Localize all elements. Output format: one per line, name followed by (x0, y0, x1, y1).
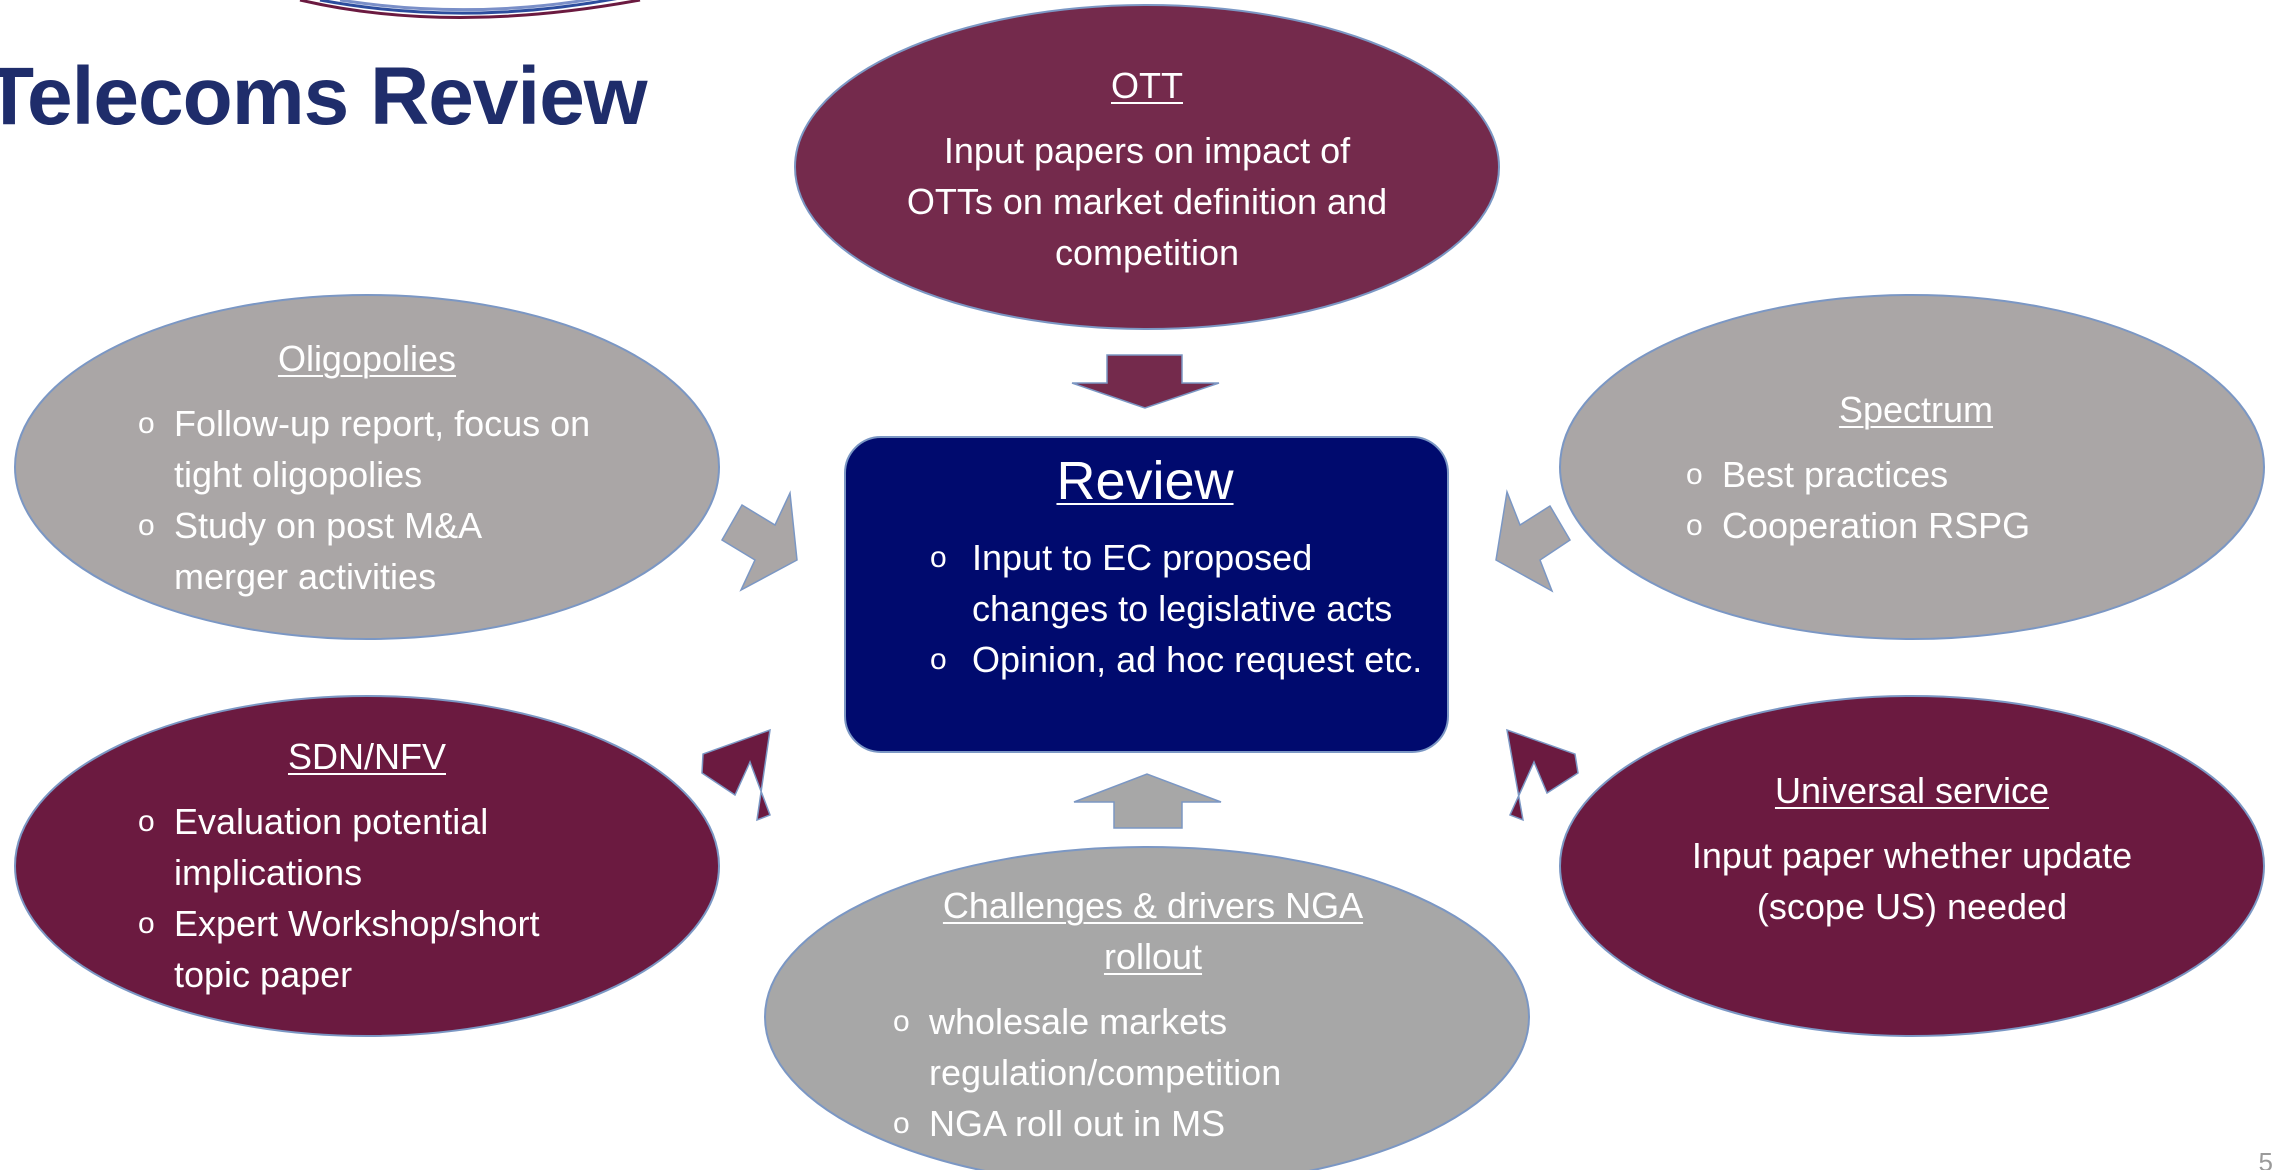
spectrum-arrow (1495, 489, 1572, 593)
nga-ellipse (764, 846, 1530, 1170)
bullet-icon: o (138, 805, 155, 838)
list-item: o Follow-up report, focus on tight oligop… (138, 398, 596, 500)
list-item: o NGA roll out in MS (893, 1098, 1413, 1149)
page-number: 5 (2258, 1147, 2273, 1170)
sdn-nfv-arrow (701, 728, 771, 822)
list-item: o Opinion, ad hoc request etc. (930, 634, 1430, 685)
sdn-nfv-heading: SDN/NFV (287, 736, 446, 777)
list-item: o Evaluation potential implications (138, 796, 608, 898)
oligopolies-item-0: Follow-up report, focus on tight oligopo… (174, 403, 591, 495)
nga-list: o wholesale markets regulation/competitio… (893, 996, 1413, 1149)
universal-service-ellipse (1559, 695, 2265, 1037)
list-item: o Study on post M&A merger activities (138, 500, 596, 602)
bullet-icon: o (138, 907, 155, 940)
ott-ellipse (794, 4, 1500, 330)
oligopolies-arrow (720, 490, 798, 592)
review-item-0: Input to EC proposed changes to legislat… (972, 537, 1393, 629)
list-item: o Expert Workshop/short topic paper (138, 898, 608, 1000)
nga-item-0: wholesale markets regulation/competition (929, 1001, 1282, 1093)
nga-heading: Challenges & drivers NGA rollout (942, 885, 1364, 977)
oligopolies-node: Oligopolies o Follow-up report, focus on … (138, 333, 596, 602)
review-box (844, 436, 1449, 753)
review-item-1: Opinion, ad hoc request etc. (972, 639, 1423, 680)
ott-node: OTT Input papers on impact of OTTs on ma… (897, 60, 1397, 278)
review-node: Review o Input to EC proposed changes to … (930, 448, 1430, 685)
bullet-icon: o (893, 1005, 910, 1038)
list-item: o Input to EC proposed changes to legisla… (930, 532, 1430, 634)
sdn-nfv-ellipse (14, 695, 720, 1037)
universal-service-heading: Universal service (1774, 770, 2050, 811)
spectrum-heading: Spectrum (1838, 389, 1994, 430)
universal-service-body: Input paper whether update (scope US) ne… (1691, 835, 2133, 927)
ott-arrow (1071, 354, 1220, 409)
nga-arrow (1073, 773, 1222, 829)
spectrum-ellipse (1559, 294, 2265, 640)
universal-service-arrow (1506, 728, 1579, 822)
universal-service-node: Universal service Input paper whether up… (1662, 765, 2162, 932)
bullet-icon: o (930, 541, 947, 574)
bullet-icon: o (930, 643, 947, 676)
spectrum-item-1: Cooperation RSPG (1722, 505, 2031, 546)
bullet-icon: o (893, 1107, 910, 1140)
list-item: o Cooperation RSPG (1686, 500, 2146, 551)
oligopolies-heading: Oligopolies (277, 338, 457, 379)
slide-title: Telecoms Review (0, 51, 648, 142)
spectrum-item-0: Best practices (1722, 454, 1949, 495)
sdn-nfv-item-1: Expert Workshop/short topic paper (174, 903, 540, 995)
ott-heading: OTT (1111, 65, 1183, 106)
nga-item-1: NGA roll out in MS (929, 1103, 1226, 1144)
bullet-icon: o (1686, 458, 1703, 491)
bullet-icon: o (1686, 509, 1703, 542)
list-item: o Best practices (1686, 449, 2146, 500)
sdn-nfv-node: SDN/NFV o Evaluation potential implicatio… (138, 731, 608, 1000)
review-list: o Input to EC proposed changes to legisla… (930, 532, 1430, 685)
bullet-icon: o (138, 509, 155, 542)
ott-body: Input papers on impact of OTTs on market… (906, 130, 1388, 273)
bullet-icon: o (138, 407, 155, 440)
oligopolies-ellipse (14, 294, 720, 640)
review-heading: Review (1056, 451, 1234, 511)
decorative-swirl (299, 0, 641, 19)
oligopolies-item-1: Study on post M&A merger activities (174, 505, 481, 597)
sdn-nfv-item-0: Evaluation potential implications (174, 801, 489, 893)
oligopolies-list: o Follow-up report, focus on tight oligop… (138, 398, 596, 602)
list-item: o wholesale markets regulation/competitio… (893, 996, 1413, 1098)
